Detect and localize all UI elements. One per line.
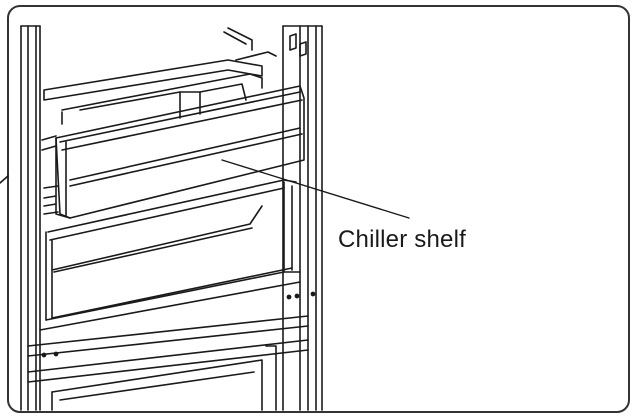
lower-drawer — [39, 179, 301, 331]
callout-leader-line — [221, 159, 410, 219]
top-shelf — [43, 27, 277, 101]
bottom-compartment — [51, 345, 277, 411]
lower-crossbar — [27, 315, 309, 383]
left-cabinet-wall — [20, 25, 41, 411]
chiller-drawer — [41, 73, 305, 219]
edge-stub-line — [0, 175, 9, 184]
figure-frame — [7, 5, 630, 413]
chiller-shelf-label: Chiller shelf — [338, 226, 466, 253]
